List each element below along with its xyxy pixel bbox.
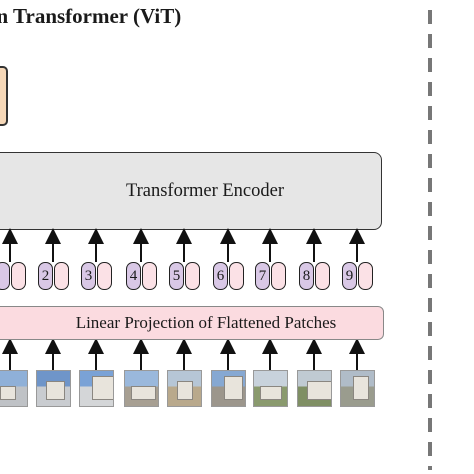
patch-embedding [185,262,200,290]
patch-embedding [11,262,26,290]
building-shape [260,386,282,400]
patch-embedding [358,262,373,290]
building-shape [224,376,243,400]
linear-projection-block: Linear Projection of Flattened Patches [0,306,384,340]
position-embedding: 5 [169,262,184,290]
building-shape [307,381,331,400]
image-patch [36,370,71,407]
token-1 [0,262,26,292]
patch-embedding [54,262,69,290]
token-5: 5 [169,262,200,292]
image-patch [340,370,375,407]
token-4: 4 [126,262,157,292]
image-patch [0,370,28,407]
token-8: 8 [299,262,330,292]
token-3: 3 [81,262,112,292]
position-embedding: 9 [342,262,357,290]
transformer-encoder-label: Transformer Encoder [125,180,285,201]
image-patch [167,370,202,407]
patch-embedding [142,262,157,290]
patch-embedding [315,262,330,290]
token-9: 9 [342,262,373,292]
building-shape [131,386,156,400]
position-embedding [0,262,10,290]
position-embedding: 7 [255,262,270,290]
linear-projection-label: Linear Projection of Flattened Patches [75,313,337,332]
patch-embedding [229,262,244,290]
diagram-title: on Transformer (ViT) [0,4,182,28]
transformer-encoder-block: Transformer Encoder [0,152,382,230]
building-shape [46,381,65,400]
token-2: 2 [38,262,69,292]
patch-embedding [271,262,286,290]
image-patch [297,370,332,407]
image-patch [124,370,159,407]
building-shape [177,381,193,400]
building-shape [92,376,113,400]
mlp-head-box [0,66,8,126]
dashed-separator [428,10,432,470]
position-embedding: 2 [38,262,53,290]
token-6: 6 [213,262,244,292]
image-patch [211,370,246,407]
token-7: 7 [255,262,286,292]
building-shape [353,376,369,400]
arrow-group [2,228,365,370]
patch-embedding [97,262,112,290]
building-shape [0,386,16,400]
image-patch [253,370,288,407]
position-embedding: 3 [81,262,96,290]
position-embedding: 8 [299,262,314,290]
image-patch [79,370,114,407]
position-embedding: 4 [126,262,141,290]
position-embedding: 6 [213,262,228,290]
